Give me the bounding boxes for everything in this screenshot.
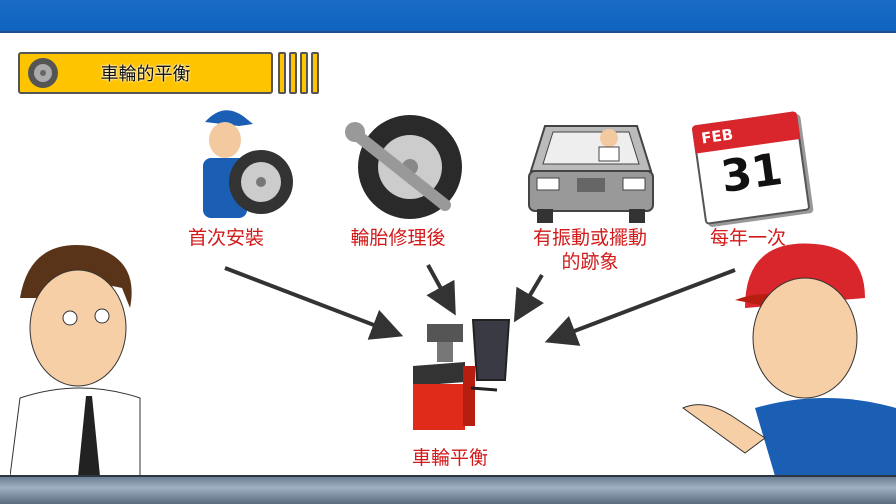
cause-label-vibration: 有振動或擺動 的跡象	[520, 226, 660, 274]
cause-label-yearly: 每年一次	[709, 227, 786, 249]
header-band	[0, 0, 896, 33]
footer-band	[0, 475, 896, 504]
arrow	[513, 273, 544, 323]
arrow	[544, 268, 736, 346]
mechanic-illustration	[682, 243, 896, 476]
label-line: 的跡象	[561, 251, 619, 273]
arrow	[224, 266, 404, 340]
arrow	[426, 264, 456, 316]
car-driver-icon	[528, 125, 654, 223]
tire-icon	[28, 58, 58, 88]
wheel-balancer-machine-icon	[413, 319, 511, 430]
worried-man-illustration	[10, 245, 141, 476]
cause-label-after-repair: 輪胎修理後	[350, 227, 446, 249]
tire-wrench-icon	[345, 115, 462, 219]
title-stripe	[311, 52, 319, 94]
title-stripe	[289, 52, 297, 94]
title-bar: 車輪的平衡	[18, 52, 273, 94]
cause-label-first-install: 首次安裝	[187, 227, 264, 249]
label-line: 有振動或擺動	[532, 227, 647, 249]
result-label: 車輪平衡	[411, 447, 488, 469]
title-stripe	[278, 52, 286, 94]
title-text: 車輪的平衡	[100, 64, 191, 85]
mechanic-with-tire-icon	[203, 110, 293, 218]
title-stripe	[300, 52, 308, 94]
